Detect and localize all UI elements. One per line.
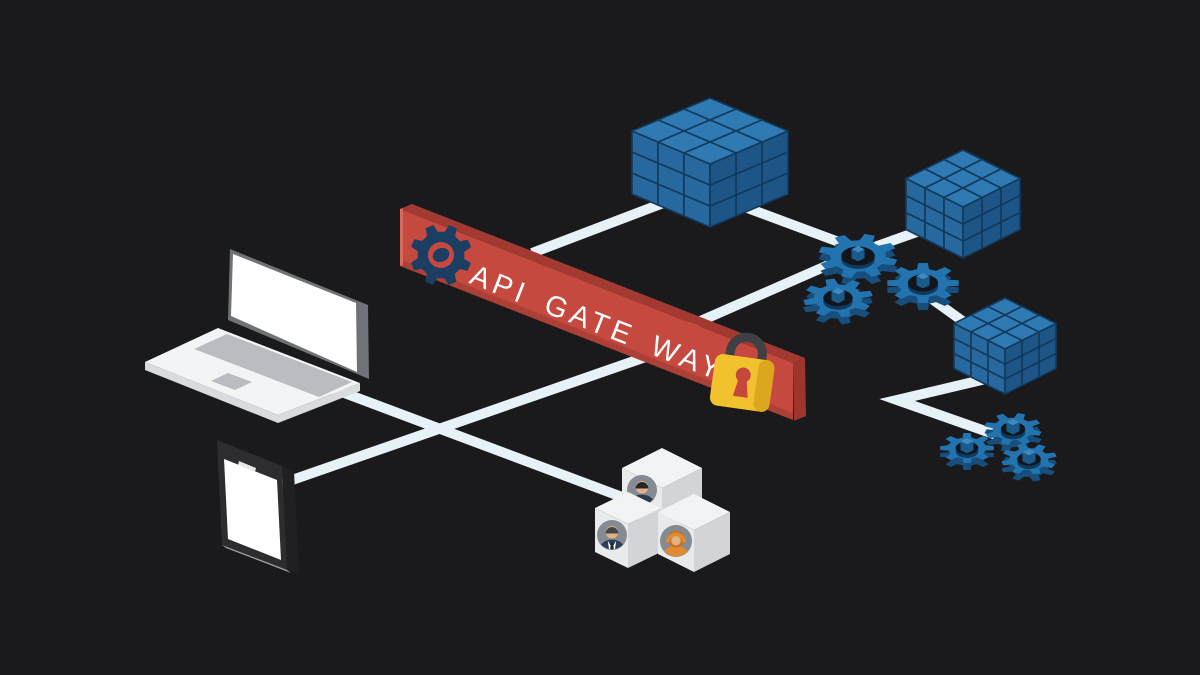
gear-peg-top (851, 246, 865, 253)
padlock-keyhole-stem (732, 378, 748, 398)
banner-side-face (793, 358, 806, 421)
gear-peg-top (960, 438, 974, 445)
banner-left-edge-highlight (400, 208, 403, 266)
gear-peg-right (1029, 452, 1036, 465)
phone-screen (224, 459, 281, 560)
laptop-trackpad (211, 373, 252, 390)
user-cube-top (658, 494, 730, 530)
gear-peg-left (831, 291, 838, 304)
user-cube-right (694, 512, 730, 572)
user-cube-top (595, 492, 661, 524)
banner-bottom-shade (400, 259, 793, 420)
gear-peg-top (1006, 419, 1020, 426)
gear-peg-left (960, 441, 967, 454)
banner-top-face (400, 204, 805, 363)
gear-peg-left (916, 276, 923, 289)
banner-gear-center (432, 247, 450, 263)
laptop-screen (231, 254, 357, 372)
laptop-icon (145, 249, 369, 423)
connection-phone-gateway (270, 347, 662, 492)
gear-peg-left (1022, 452, 1029, 465)
gear-peg-right (923, 276, 930, 289)
connection-laptop-users (313, 377, 672, 520)
gear-peg-top (831, 288, 845, 295)
gear-peg-top (916, 273, 930, 280)
service-cube-top (943, 187, 983, 208)
phone-side (282, 466, 299, 574)
gear-peg-right (967, 441, 974, 454)
gear-peg-right (858, 249, 865, 262)
padlock-body-shade (753, 360, 775, 412)
phone-speaker (238, 461, 256, 472)
laptop-base-side-right (278, 383, 360, 423)
padlock-shackle (724, 332, 767, 365)
gears-cluster-bottom (940, 413, 1057, 482)
gears-cluster-middle (803, 233, 959, 325)
padlock-icon (709, 332, 775, 412)
gear-peg-right (838, 291, 845, 304)
user-cube-right (628, 508, 661, 568)
gear-icon (411, 225, 471, 285)
service-cube-stack-top (631, 97, 789, 228)
laptop-keyboard (194, 334, 352, 397)
user-avatar-cubes-icon (595, 448, 730, 572)
banner-front-face (400, 209, 793, 420)
service-cube-stack-lower-right (953, 297, 1057, 395)
laptop-base-side-left (145, 362, 278, 423)
gear-peg-right (1013, 422, 1020, 435)
service-cube-top (683, 141, 737, 165)
smartphone-icon (217, 440, 299, 574)
connection-lowercubes-gears-bottom (879, 373, 1007, 443)
service-cube-stack-upper-right (905, 149, 1021, 259)
gear-peg-top (1022, 449, 1036, 456)
gear-peg-left (851, 249, 858, 262)
service-cube-top (987, 331, 1023, 350)
phone-bottom-edge (222, 545, 291, 573)
gear-peg-left (1006, 422, 1013, 435)
